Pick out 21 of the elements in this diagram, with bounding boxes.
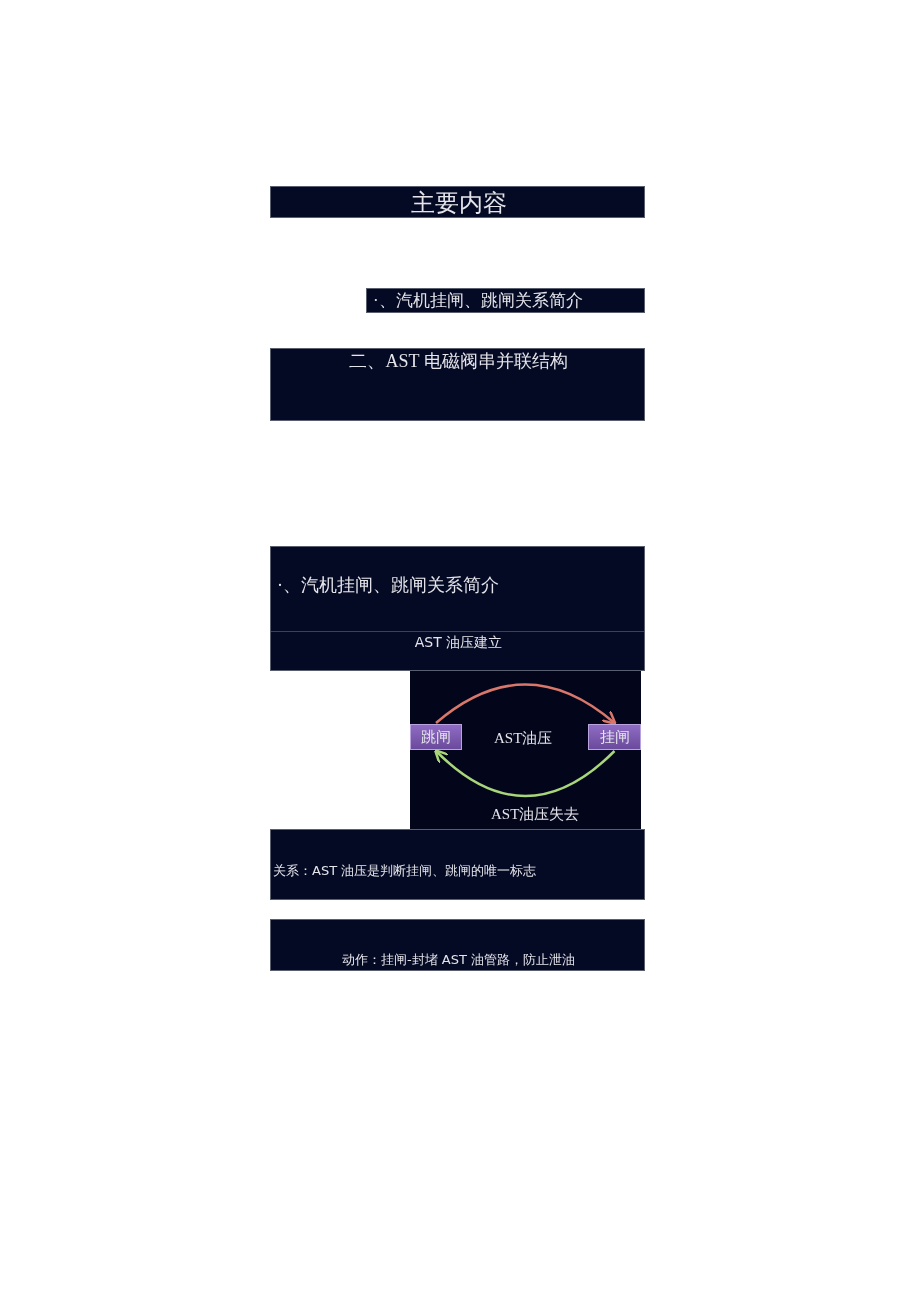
heading: 主要内容 <box>409 189 508 218</box>
relation-text: 关系：AST 油压是判断挂闸、跳闸的唯一标志 <box>273 863 537 879</box>
state-label: 挂闸 <box>598 728 631 746</box>
state-box <box>410 724 462 750</box>
subheading: AST 油压建立 <box>413 634 504 651</box>
section-heading: 二、AST 电磁阀串并联结构 <box>348 351 569 373</box>
action-text: 动作：挂闸-封堵 AST 油管路，防止泄油 <box>340 952 576 968</box>
section-band <box>270 348 645 421</box>
center-label: AST油压 <box>494 729 553 747</box>
section-heading: ·、汽机挂闸、跳闸关系简介 <box>373 291 583 312</box>
text-band <box>270 829 645 900</box>
text-band <box>270 919 645 971</box>
title-banner <box>270 186 645 218</box>
section-band <box>270 546 645 671</box>
arrow <box>433 748 616 798</box>
state-label: 跳闸 <box>420 728 452 746</box>
section-band <box>366 288 645 313</box>
section-heading: ·、汽机挂闸、跳闸关系简介 <box>277 575 499 597</box>
diagram-panel <box>410 671 641 829</box>
arrow <box>435 683 617 726</box>
state-box <box>588 724 641 750</box>
